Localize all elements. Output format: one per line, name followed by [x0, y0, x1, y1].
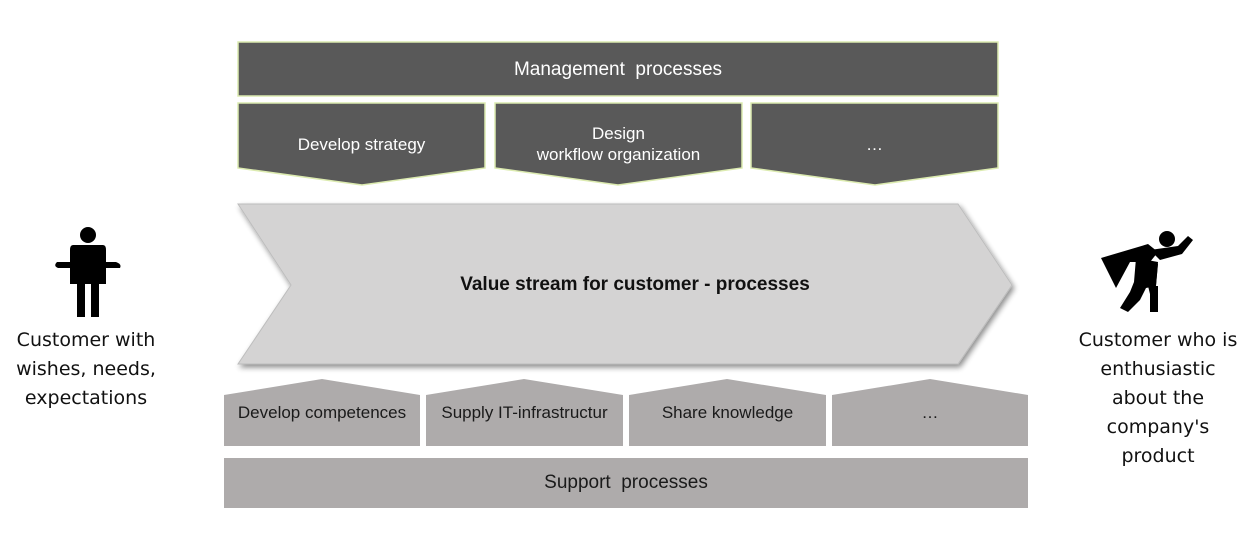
management-header-label: Management processes — [513, 58, 723, 80]
caption-line: product — [1121, 445, 1195, 467]
caption-line: enthusiastic — [1100, 358, 1216, 380]
management-item-develop-strategy: Develop strategy — [238, 103, 485, 185]
caption-line: expectations — [24, 387, 148, 409]
management-item-label-line-1: Design — [592, 124, 645, 143]
management-item-design-workflow-shape — [494, 102, 743, 186]
support-footer-label: Support processes — [544, 472, 708, 493]
management-item-develop-strategy-shape — [237, 102, 486, 186]
value-stream-label: Value stream for customer - processes — [460, 274, 810, 295]
superhero-icon — [1101, 231, 1193, 312]
support-item-more: … — [921, 403, 939, 422]
management-item-label-line-2: workflow organization — [536, 145, 701, 164]
management-item-label: … — [866, 134, 883, 154]
support-item-share-knowledge-shape — [629, 379, 826, 446]
caption-line: Customer who is — [1078, 329, 1238, 351]
customer-right-caption: Customer who is enthusiastic about the c… — [1070, 326, 1246, 471]
management-header-box — [237, 41, 999, 97]
standing-person-icon — [55, 227, 121, 317]
support-item-share-knowledge: Share knowledge — [661, 403, 794, 422]
support-item-develop-competences: Develop competences — [237, 403, 407, 422]
support-footer-box — [224, 458, 1028, 508]
management-item-design-workflow: Design workflow organization — [495, 103, 742, 185]
support-item-more-shape — [832, 379, 1028, 446]
customer-left-caption: Customer with wishes, needs, expectation… — [2, 326, 170, 413]
caption-line: about the — [1111, 387, 1205, 409]
caption-line: wishes, needs, — [16, 358, 156, 380]
support-item-supply-it-shape — [426, 379, 623, 446]
support-item-supply-it: Supply IT-infrastructur — [441, 403, 608, 422]
management-item-label: Develop strategy — [297, 134, 426, 154]
management-item-more: … — [751, 103, 998, 185]
value-stream-chevron — [237, 203, 1013, 365]
caption-line: company's — [1106, 416, 1210, 438]
management-item-more-shape — [750, 102, 999, 186]
caption-line: Customer with — [16, 329, 156, 351]
support-item-develop-competences-shape — [224, 379, 420, 446]
